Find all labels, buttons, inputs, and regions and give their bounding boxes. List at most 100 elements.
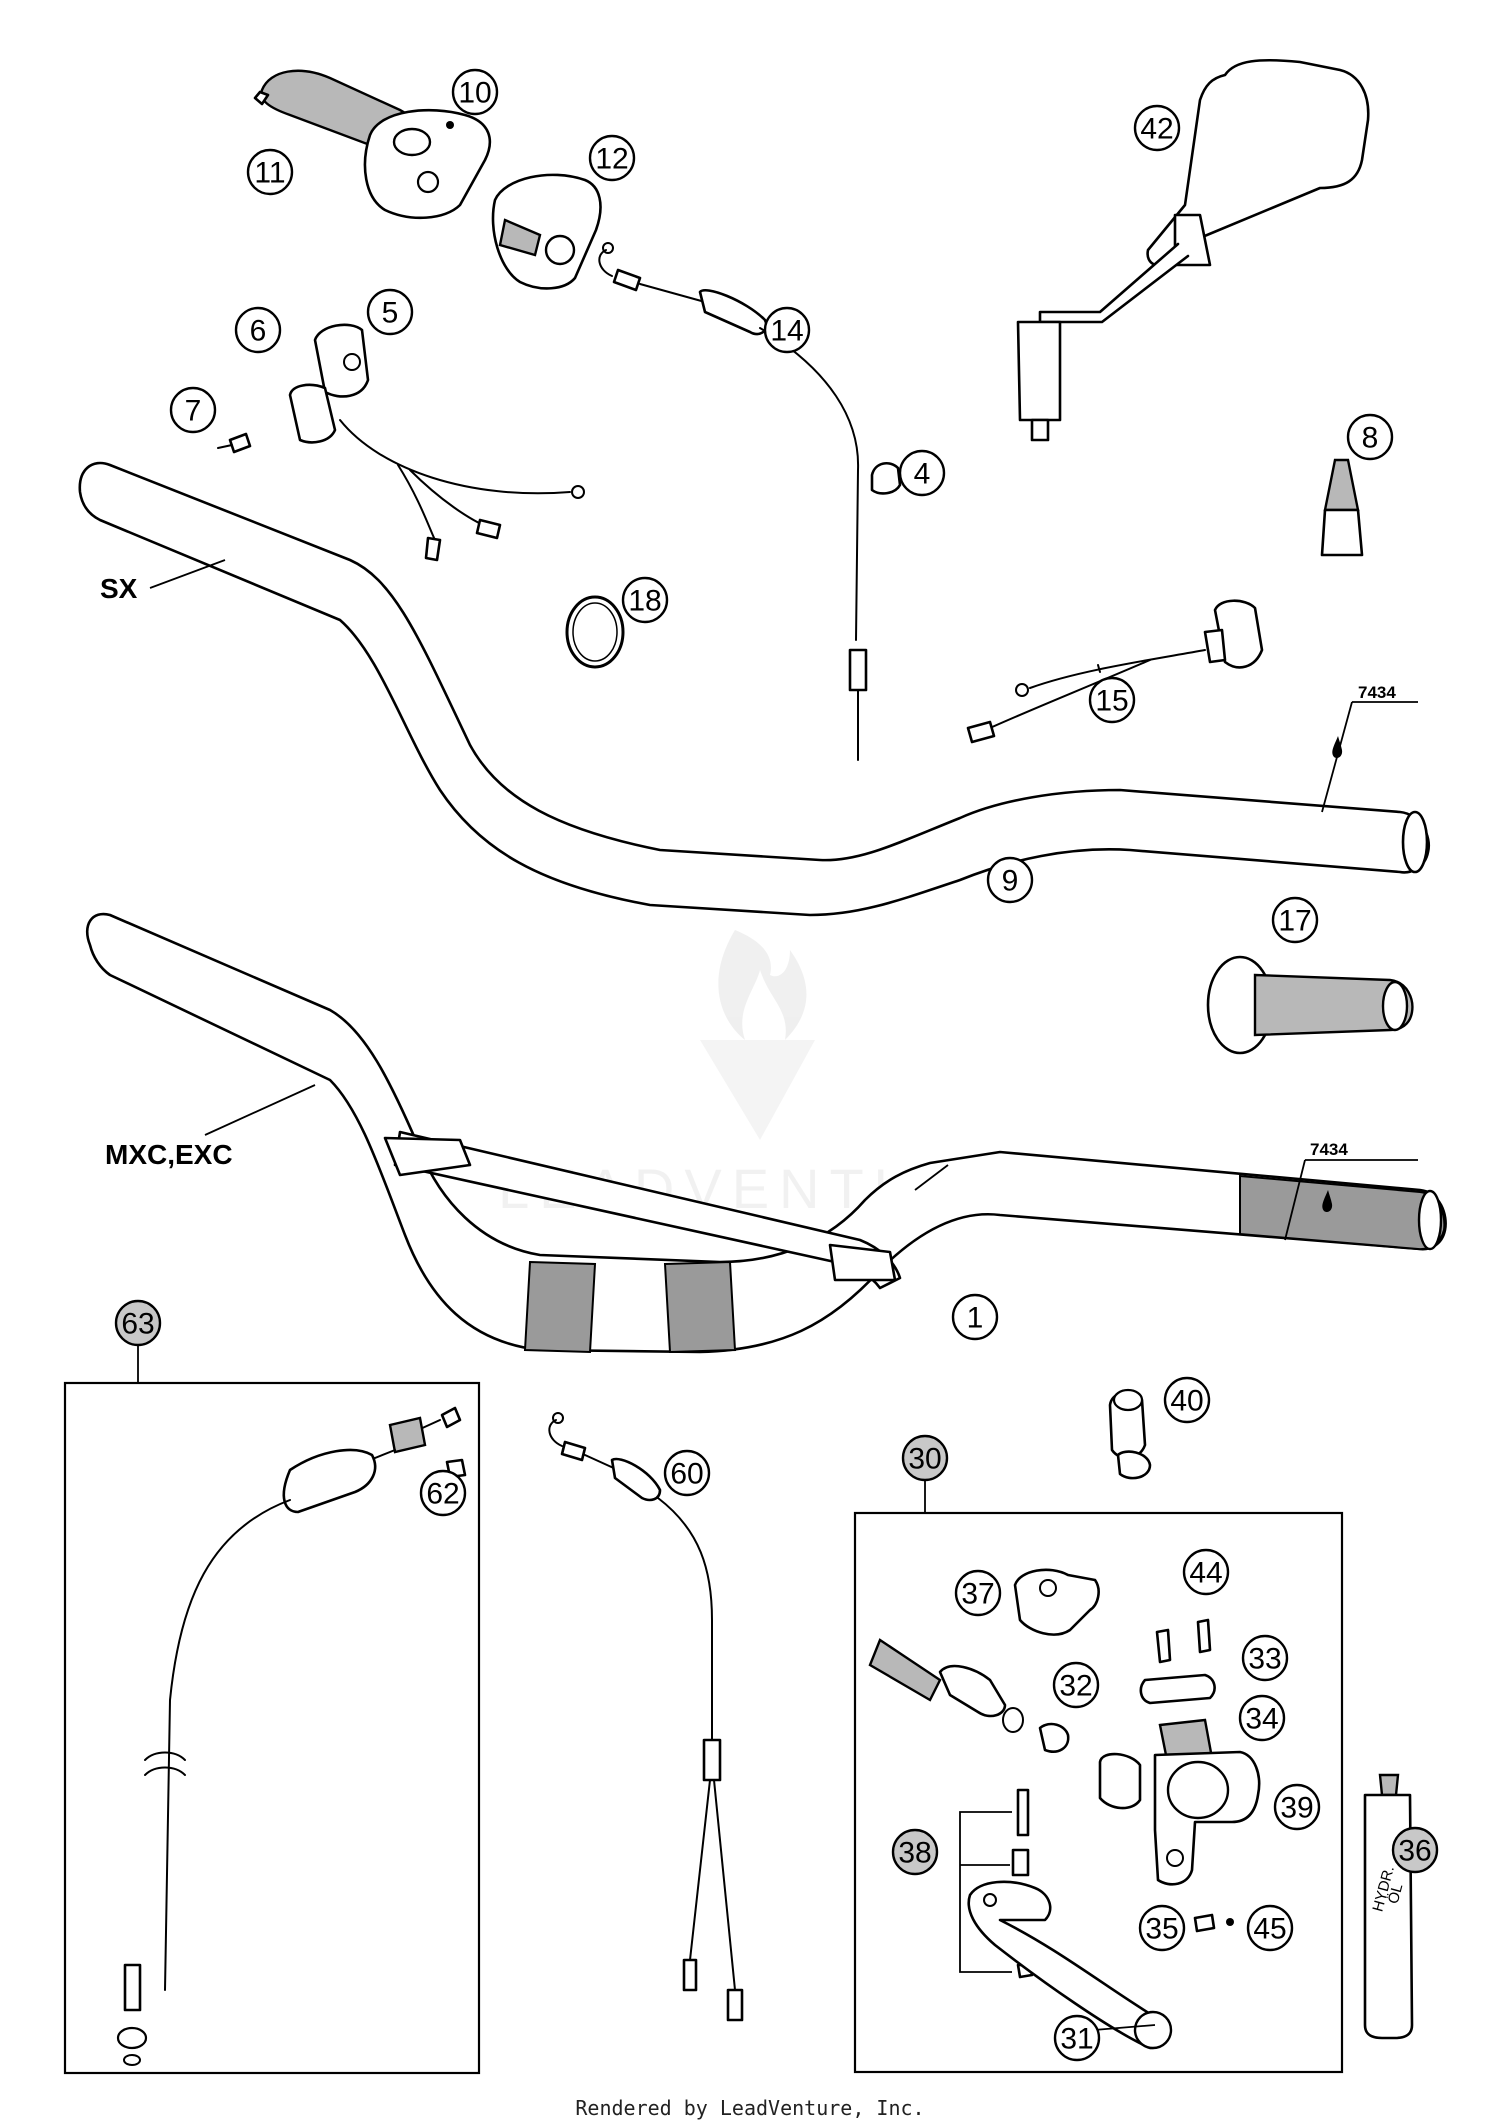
callout-44: 44 bbox=[1182, 1548, 1230, 1596]
crosshatch-pads bbox=[523, 1174, 1446, 1354]
mirror-clamp bbox=[1108, 1388, 1152, 1480]
mxc-exc-label: MXC,EXC bbox=[105, 1139, 233, 1170]
callout-circle bbox=[763, 306, 811, 354]
callout-number: 4 bbox=[914, 458, 931, 491]
callout-circle bbox=[1088, 676, 1136, 724]
clutch-cable-kit-box bbox=[63, 1381, 481, 2075]
callout-17: 17 bbox=[1271, 896, 1319, 944]
callout-40: 40 bbox=[1163, 1376, 1211, 1424]
callout-number: 9 bbox=[1002, 865, 1019, 898]
callout-number: 63 bbox=[121, 1308, 154, 1341]
cable-guide bbox=[491, 173, 602, 290]
callout-circle bbox=[621, 576, 669, 624]
callout-33: 33 bbox=[1241, 1634, 1289, 1682]
callout-circle bbox=[588, 134, 636, 182]
bottle-label-line-2: ÖL bbox=[1384, 1882, 1407, 1906]
callout-30: 30 bbox=[901, 1434, 949, 1482]
callout-39: 39 bbox=[1273, 1783, 1321, 1831]
callout-42: 42 bbox=[1133, 104, 1181, 152]
callout-circle bbox=[1238, 1694, 1286, 1742]
callout-circle bbox=[366, 288, 414, 336]
callout-circle bbox=[954, 1569, 1002, 1617]
throttle-cable bbox=[598, 242, 868, 761]
callout-circle bbox=[898, 449, 946, 497]
callout-60: 60 bbox=[663, 1449, 711, 1497]
callout-number: 30 bbox=[908, 1443, 941, 1476]
callout-4: 4 bbox=[898, 449, 946, 497]
callout-number: 36 bbox=[1398, 1835, 1431, 1868]
nut bbox=[870, 461, 902, 495]
callout-number: 42 bbox=[1140, 113, 1173, 146]
callout-18: 18 bbox=[621, 576, 669, 624]
callout-number: 6 bbox=[250, 315, 267, 348]
callout-31: 31 bbox=[1053, 2014, 1101, 2062]
callout-14: 14 bbox=[763, 306, 811, 354]
callout-number: 33 bbox=[1248, 1643, 1281, 1676]
callout-number: 35 bbox=[1145, 1913, 1178, 1946]
callout-number: 15 bbox=[1095, 685, 1128, 718]
grease-tube bbox=[1320, 458, 1364, 557]
mirror bbox=[1016, 58, 1370, 442]
callout-9: 9 bbox=[986, 856, 1034, 904]
callout-number: 18 bbox=[628, 585, 661, 618]
callout-12: 12 bbox=[588, 134, 636, 182]
callout-5: 5 bbox=[366, 288, 414, 336]
callout-number: 39 bbox=[1280, 1792, 1313, 1825]
callout-number: 34 bbox=[1245, 1703, 1278, 1736]
callout-number: 45 bbox=[1253, 1913, 1286, 1946]
clutch-cable bbox=[116, 1406, 462, 2066]
callout-10: 10 bbox=[451, 68, 499, 116]
sx-label: SX bbox=[100, 573, 138, 604]
callout-number: 8 bbox=[1362, 422, 1379, 455]
callout-1: 1 bbox=[951, 1293, 999, 1341]
callout-circle bbox=[1246, 1904, 1294, 1952]
callout-circle bbox=[1391, 1826, 1439, 1874]
callout-circle bbox=[663, 1449, 711, 1497]
callout-number: 10 bbox=[458, 77, 491, 110]
grip bbox=[1206, 955, 1414, 1055]
callout-62: 62 bbox=[419, 1469, 467, 1517]
callout-6: 6 bbox=[234, 306, 282, 354]
callout-number: 38 bbox=[898, 1837, 931, 1870]
callout-circle bbox=[114, 1299, 162, 1347]
cable-tie bbox=[565, 595, 625, 669]
callout-circle bbox=[1182, 1548, 1230, 1596]
callout-circle bbox=[451, 68, 499, 116]
callout-circle bbox=[419, 1469, 467, 1517]
callout-number: 62 bbox=[426, 1478, 459, 1511]
callout-34: 34 bbox=[1238, 1694, 1286, 1742]
footer-credit: Rendered by LeadVenture, Inc. bbox=[575, 2096, 925, 2120]
callout-38: 38 bbox=[891, 1828, 939, 1876]
throttle-housing bbox=[363, 108, 492, 220]
callout-number: 40 bbox=[1170, 1385, 1203, 1418]
callout-8: 8 bbox=[1346, 413, 1394, 461]
loctite-code-lower: 7434 bbox=[1310, 1140, 1348, 1159]
callout-circle bbox=[1273, 1783, 1321, 1831]
callout-number: 37 bbox=[961, 1578, 994, 1611]
callout-number: 14 bbox=[770, 315, 803, 348]
callout-number: 60 bbox=[670, 1458, 703, 1491]
callout-number: 32 bbox=[1059, 1670, 1092, 1703]
callout-number: 17 bbox=[1278, 905, 1311, 938]
callout-11: 11 bbox=[246, 148, 294, 196]
callout-circle bbox=[986, 856, 1034, 904]
callout-leaders bbox=[914, 1164, 1156, 2031]
handlebar-sx-end bbox=[1401, 810, 1429, 874]
callout-circle bbox=[234, 306, 282, 354]
callout-number: 11 bbox=[254, 157, 285, 190]
hand-brake-kit-box bbox=[853, 1511, 1344, 2074]
callout-circle bbox=[1053, 2014, 1101, 2062]
callout-35: 35 bbox=[1138, 1904, 1186, 1952]
callout-number: 31 bbox=[1060, 2023, 1093, 2056]
callout-45: 45 bbox=[1246, 1904, 1294, 1952]
callout-37: 37 bbox=[954, 1569, 1002, 1617]
callout-circle bbox=[1346, 413, 1394, 461]
callout-circle bbox=[169, 386, 217, 434]
callout-number: 44 bbox=[1189, 1557, 1222, 1590]
callout-circle bbox=[246, 148, 294, 196]
choke-cable bbox=[548, 1412, 744, 2022]
handlebar-sx bbox=[78, 461, 1431, 917]
drop-icon-lower bbox=[1322, 1190, 1333, 1213]
light-switch bbox=[966, 599, 1264, 744]
callout-circle bbox=[891, 1828, 939, 1876]
